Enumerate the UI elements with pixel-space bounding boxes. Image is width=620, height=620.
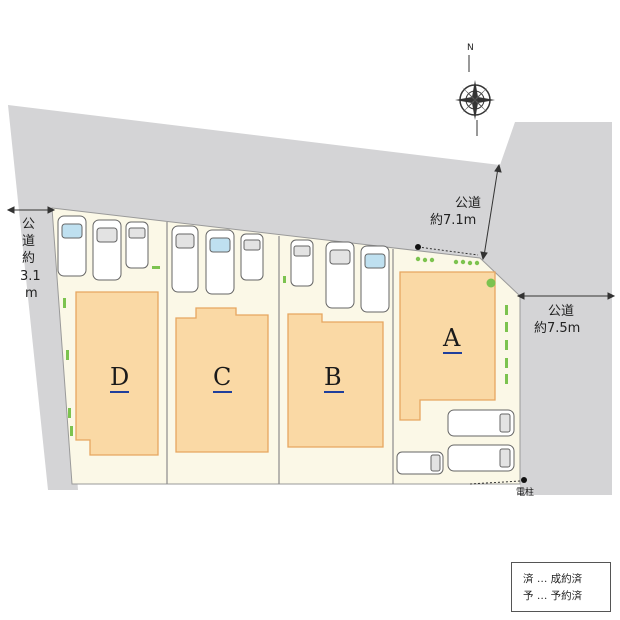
utility-pole-label: 電柱 xyxy=(516,486,534,498)
dimension-arrows xyxy=(6,163,616,300)
compass-icon: N xyxy=(455,43,495,136)
road-labels: 公 道 約 3.1 m 公道 約7.1m 公道 約7.5m xyxy=(20,196,580,336)
road-left-top xyxy=(8,105,500,490)
hedges xyxy=(63,256,508,436)
car xyxy=(447,444,515,472)
building-d xyxy=(75,291,159,456)
lot-label-d: D xyxy=(110,363,129,391)
road-left-label-2: 道 xyxy=(22,234,35,249)
legend-line-reserved: 予 … 予約済 xyxy=(523,590,583,602)
lot-label-b: B xyxy=(324,363,342,391)
tree xyxy=(486,278,496,288)
road-left-label-4: 3.1 xyxy=(20,269,41,284)
road-top-right-label-2: 約7.1m xyxy=(430,213,476,228)
building-a xyxy=(399,271,496,421)
legend-line-contracted: 済 … 成約済 xyxy=(523,573,583,585)
cars xyxy=(57,215,515,475)
road-right xyxy=(480,122,612,495)
road-top-right-label-1: 公道 xyxy=(455,196,481,211)
lot-label-a: A xyxy=(442,324,461,352)
pole-marker-top xyxy=(415,244,421,250)
lot-dividers xyxy=(166,222,394,484)
road-right-label-2: 約7.5m xyxy=(534,321,580,336)
car xyxy=(447,409,515,437)
compass-north-label: N xyxy=(467,43,474,53)
road-left-label-1: 公 xyxy=(22,217,35,232)
road-left-label-5: m xyxy=(25,286,38,301)
buildings xyxy=(75,271,496,456)
building-b xyxy=(287,313,384,448)
lot-label-c: C xyxy=(213,363,231,391)
building-c xyxy=(175,307,269,453)
lot-labels: D C B A xyxy=(110,324,462,393)
fence-lines xyxy=(417,246,521,485)
road-right-label-1: 公道 xyxy=(548,304,574,319)
utility-pole-marker xyxy=(521,477,527,483)
legend: 済 … 成約済 予 … 予約済 xyxy=(511,562,611,612)
road-left-label-3: 約 xyxy=(22,251,35,266)
